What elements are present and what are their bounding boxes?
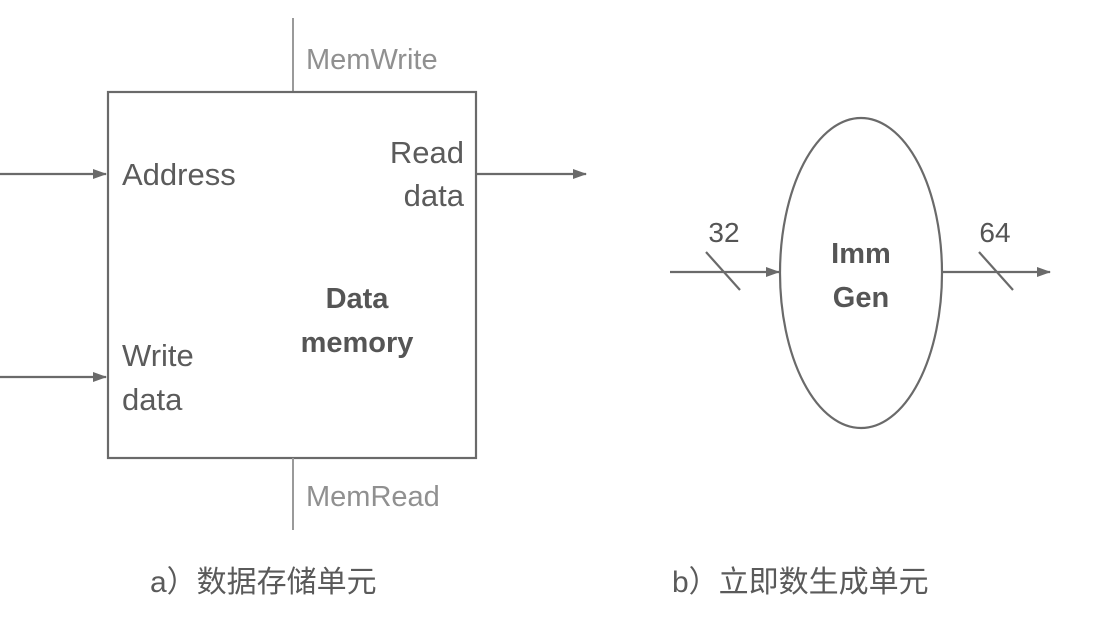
output-width-label: 64 bbox=[979, 217, 1010, 248]
write-data-port-label-line2: data bbox=[122, 382, 183, 417]
output-bus-width-slash bbox=[978, 251, 1014, 291]
imm-gen-name-line1: Imm bbox=[831, 238, 891, 270]
data-memory-name-line1: Data bbox=[326, 283, 390, 315]
read-data-port-label-line1: Read bbox=[390, 135, 464, 170]
input-bus-width-slash bbox=[705, 251, 741, 291]
imm-gen-caption: b）立即数生成单元 bbox=[672, 566, 929, 599]
data-memory-unit: MemWrite Address Write data Read data Da… bbox=[0, 18, 587, 599]
memread-label: MemRead bbox=[306, 481, 440, 513]
address-port-label: Address bbox=[122, 157, 236, 192]
imm-gen-ellipse bbox=[778, 116, 944, 430]
imm-gen-name-line2: Gen bbox=[833, 282, 889, 314]
data-memory-name-line2: memory bbox=[301, 327, 414, 359]
imm-gen-unit: 32 64 Imm Gen b）立即数生成单元 bbox=[670, 116, 1051, 599]
data-memory-caption: a）数据存储单元 bbox=[150, 566, 377, 599]
write-data-port-label-line1: Write bbox=[122, 338, 194, 373]
read-data-port-label-line2: data bbox=[404, 178, 465, 213]
memwrite-label: MemWrite bbox=[306, 44, 438, 76]
input-width-label: 32 bbox=[708, 217, 739, 248]
